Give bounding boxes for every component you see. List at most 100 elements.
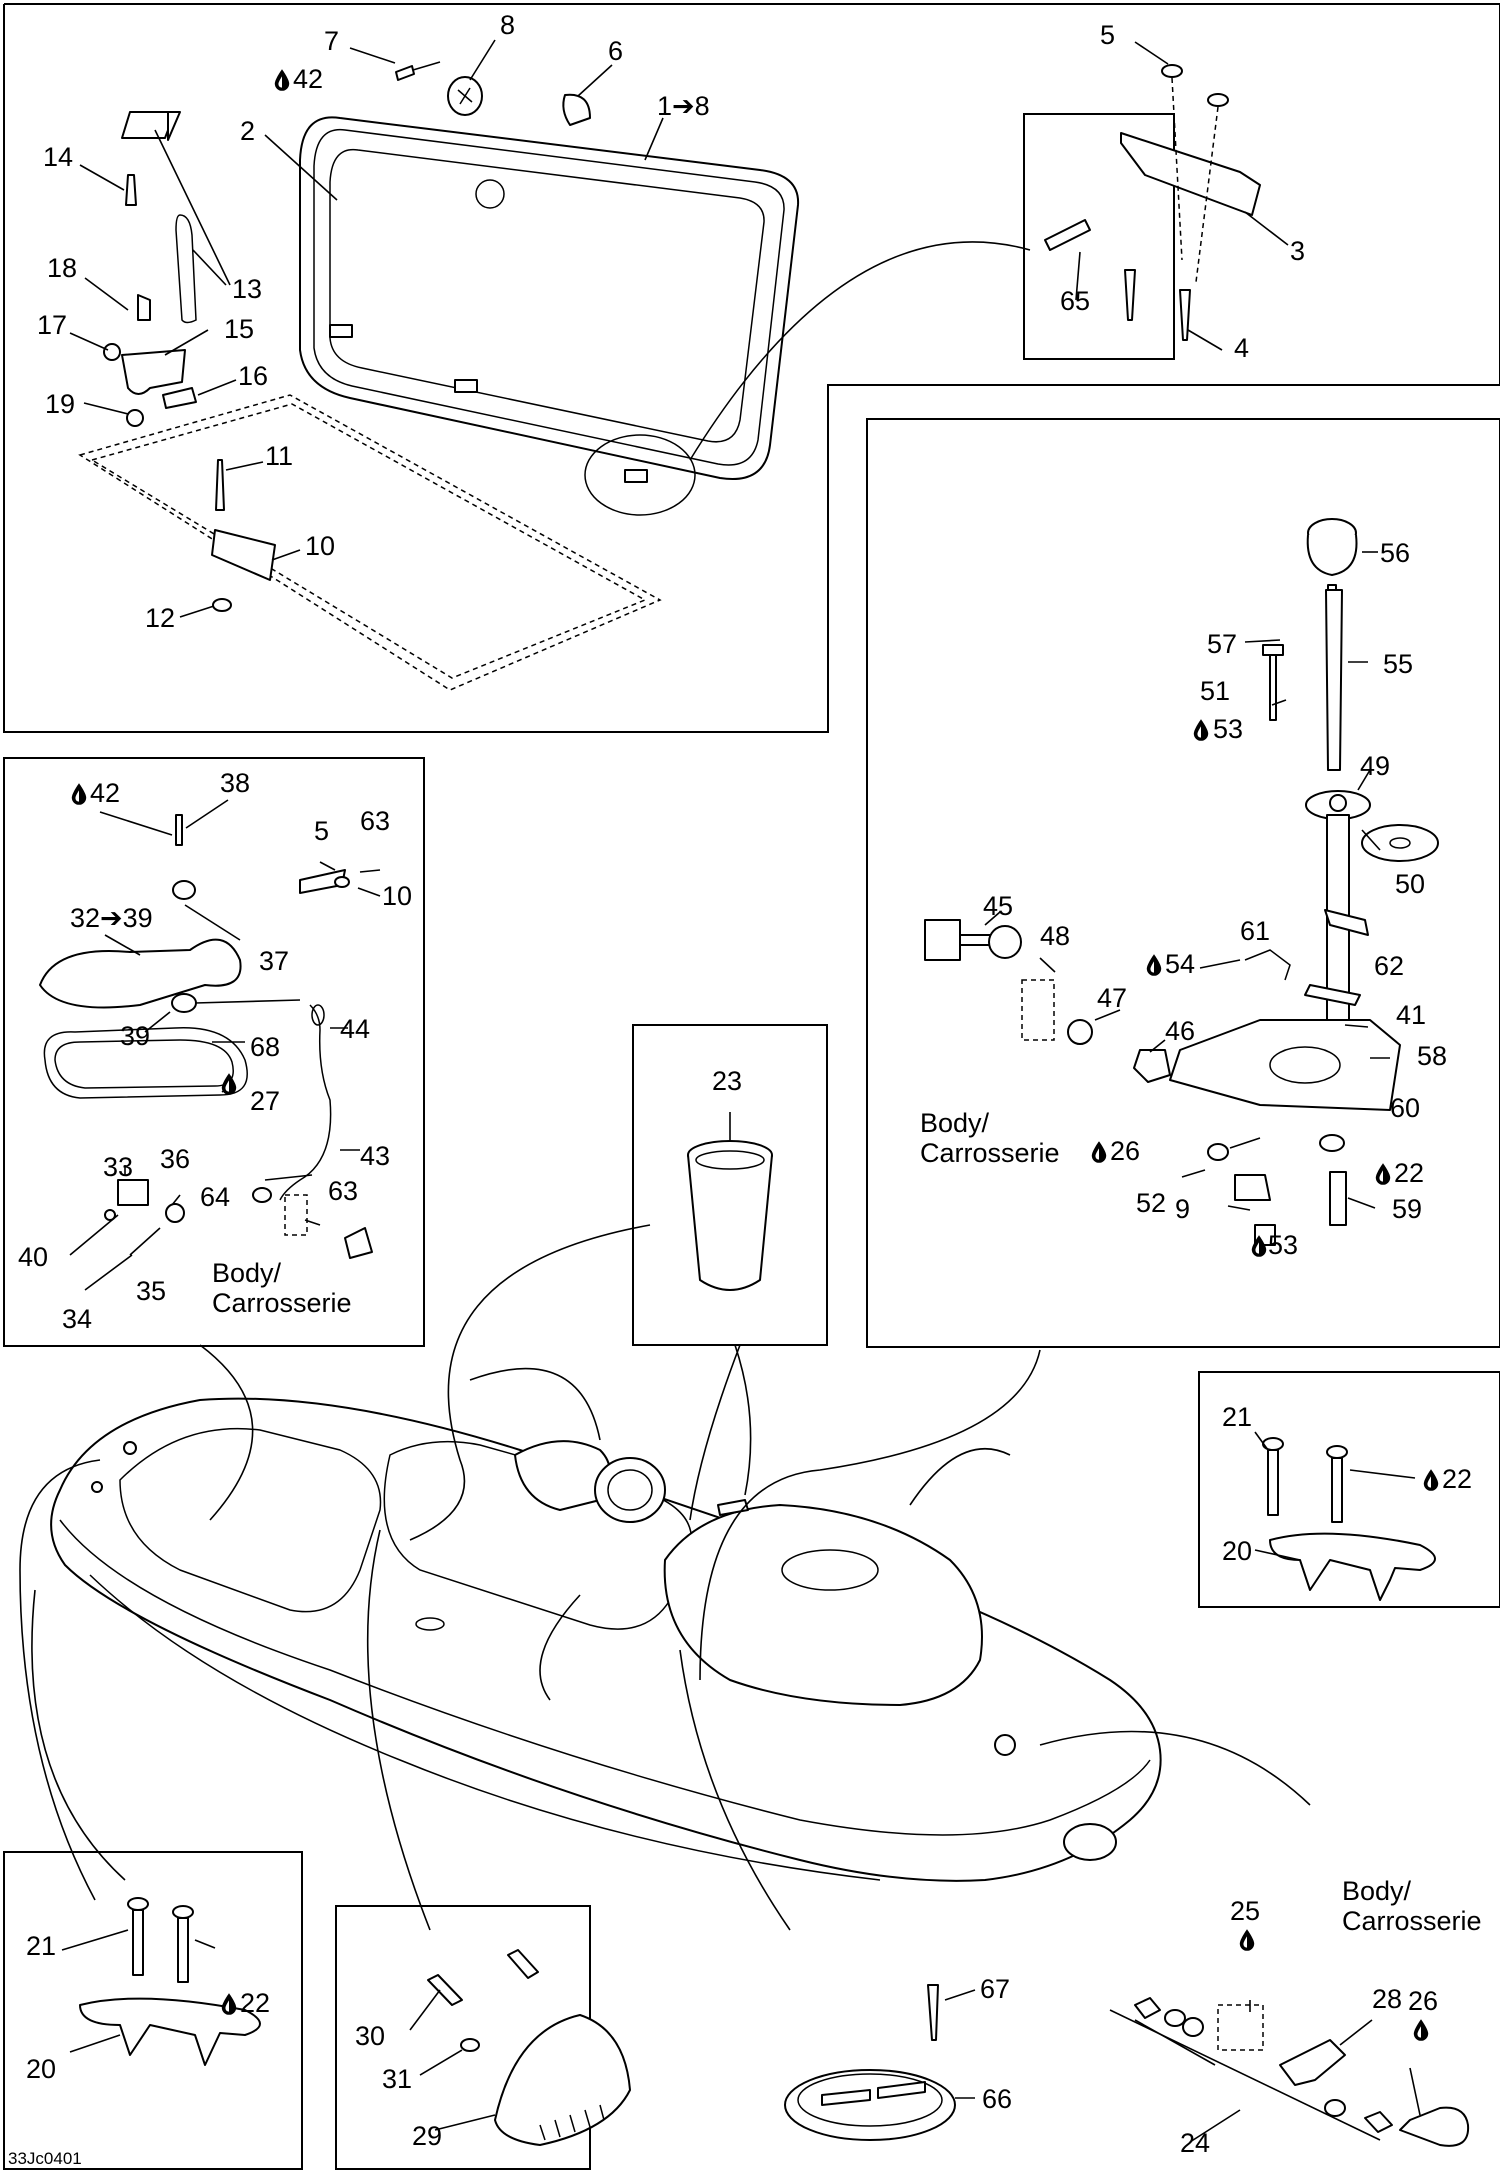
callout-3: 3 (1290, 236, 1305, 266)
callout-12: 12 (145, 603, 175, 633)
callout-5: 5 (1100, 20, 1115, 50)
callout-68: 68 (250, 1032, 280, 1062)
callout-56: 56 (1380, 538, 1410, 568)
callout-10-seat: 10 (382, 881, 412, 911)
panel-cleat-right (1198, 1371, 1500, 1608)
reference-curves (19, 1224, 1311, 1931)
body-label-bow-1: Body/ (1342, 1876, 1412, 1906)
callout-51: 51 (1200, 676, 1230, 706)
leader-lines-steering (984, 551, 1390, 1211)
callout-27: 27 (250, 1086, 280, 1116)
callout-31: 31 (382, 2064, 412, 2094)
callout-46: 46 (1165, 1016, 1195, 1046)
body-label-bow-2: Carrosserie (1342, 1906, 1482, 1936)
callout-14: 14 (43, 142, 73, 172)
callout-66: 66 (982, 2084, 1012, 2114)
callout-18: 18 (47, 253, 77, 283)
storage-lid-group (78, 61, 1261, 691)
callout-22-right: 22 (1442, 1464, 1472, 1494)
callout-25: 25 (1230, 1896, 1260, 1926)
callout-44: 44 (340, 1014, 370, 1044)
panel-cleat-left (3, 1851, 303, 2170)
callout-29: 29 (412, 2121, 442, 2151)
vent-group (409, 1949, 631, 2146)
callout-20-right: 20 (1222, 1536, 1252, 1566)
panel-seat (3, 757, 425, 1347)
panel-cup-holder (632, 1024, 828, 1346)
callout-16: 16 (238, 361, 268, 391)
callout-57: 57 (1207, 629, 1237, 659)
callout-22-left: 22 (240, 1988, 270, 2018)
callout-26-steering: 26 (1110, 1136, 1140, 1166)
bow-eye-group (1109, 1997, 1470, 2147)
callout-41: 41 (1396, 1000, 1426, 1030)
callout-65: 65 (1060, 286, 1090, 316)
callout-42-top: 42 (293, 64, 323, 94)
callout-53-nut: 53 (1268, 1230, 1298, 1260)
callout-23: 23 (712, 1066, 742, 1096)
callout-60: 60 (1390, 1093, 1420, 1123)
panel-steering-column (866, 418, 1500, 1348)
callout-5-seat: 5 (314, 816, 329, 846)
callout-45: 45 (983, 891, 1013, 921)
callout-43: 43 (360, 1141, 390, 1171)
callout-10: 10 (305, 531, 335, 561)
callout-63-seat-bottom: 63 (328, 1176, 358, 1206)
callout-33: 33 (103, 1152, 133, 1182)
callout-2: 2 (240, 116, 255, 146)
callout-47: 47 (1097, 983, 1127, 1013)
callout-24: 24 (1180, 2128, 1210, 2158)
callout-49: 49 (1360, 751, 1390, 781)
callout-9: 9 (1175, 1194, 1190, 1224)
callout-4: 4 (1234, 333, 1249, 363)
callout-21-left: 21 (26, 1931, 56, 1961)
callout-6: 6 (608, 36, 623, 66)
callout-labels: 1➔8 2 3 4 5 6 7 8 9 10 11 12 13 14 15 16… (8, 10, 1482, 2168)
callout-21-right: 21 (1222, 1402, 1252, 1432)
callout-34: 34 (62, 1304, 92, 1334)
callout-36: 36 (160, 1144, 190, 1174)
panel-frames (3, 3, 1500, 2170)
inspection-plate-group (784, 1984, 976, 2141)
cup-holder-group (687, 1112, 773, 1291)
callout-61: 61 (1240, 916, 1270, 946)
callout-28: 28 (1372, 1984, 1402, 2014)
callout-53-steering: 53 (1213, 714, 1243, 744)
body-label-seat-1: Body/ (212, 1258, 282, 1288)
callout-37: 37 (259, 946, 289, 976)
steering-column-group (924, 518, 1439, 1246)
figure-code: 33Jc0401 (8, 2149, 82, 2168)
callout-35: 35 (136, 1276, 166, 1306)
detail-box-hinge (1023, 113, 1175, 360)
callout-40: 40 (18, 1242, 48, 1272)
leader-lines-top (69, 39, 1289, 618)
callout-38: 38 (220, 768, 250, 798)
callout-32: 32➔39 (70, 903, 153, 933)
callout-1: 1➔8 (657, 91, 710, 121)
callout-55: 55 (1383, 649, 1413, 679)
callout-7: 7 (324, 26, 339, 56)
callout-59: 59 (1392, 1194, 1422, 1224)
callout-19: 19 (45, 389, 75, 419)
callout-48: 48 (1040, 921, 1070, 951)
seat-group (39, 814, 373, 1259)
cleat-left-group (61, 1897, 261, 2066)
callout-64: 64 (200, 1182, 230, 1212)
callout-58: 58 (1417, 1041, 1447, 1071)
callout-26-bow: 26 (1408, 1986, 1438, 2016)
callout-30: 30 (355, 2021, 385, 2051)
callout-67: 67 (980, 1974, 1010, 2004)
callout-20-left: 20 (26, 2054, 56, 2084)
callout-17: 17 (37, 310, 67, 340)
callout-39: 39 (120, 1021, 150, 1051)
callout-11: 11 (265, 441, 293, 471)
callout-52: 52 (1136, 1188, 1166, 1218)
callout-63-seat-top: 63 (360, 806, 390, 836)
body-label-steering-1: Body/ (920, 1108, 990, 1138)
callout-50: 50 (1395, 869, 1425, 899)
callout-13: 13 (232, 274, 262, 304)
body-label-seat-2: Carrosserie (212, 1288, 352, 1318)
callout-22-steering: 22 (1394, 1158, 1424, 1188)
callout-42-seat: 42 (90, 778, 120, 808)
